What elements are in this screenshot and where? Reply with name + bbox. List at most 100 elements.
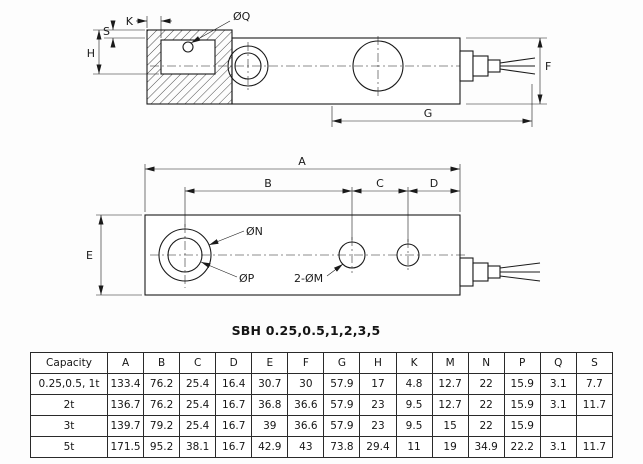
dimension-value-cell: 3.1: [539, 394, 577, 416]
model-title: SBH 0.25,0.5,1,2,3,5: [231, 323, 381, 338]
dimension-value-cell: 15.9: [503, 394, 541, 416]
n-hole: [158, 228, 212, 282]
capacity-cell: 5t: [30, 436, 108, 458]
cable-wire: [499, 262, 541, 269]
dimension-value-cell: [575, 415, 614, 437]
dimension-value-cell: 73.8: [323, 436, 361, 458]
spec-column-header: B: [143, 352, 181, 374]
dim-label-d: D: [430, 177, 438, 190]
dimension-value-cell: 23: [359, 415, 397, 437]
dim-label-m: 2-ØM: [294, 272, 323, 285]
dimension-value-cell: 38.1: [179, 436, 217, 458]
dimension-value-cell: 57.9: [323, 394, 361, 416]
m-hole: [338, 241, 366, 269]
spec-column-header: G: [323, 352, 361, 374]
technical-drawing: ØQ H S K F G: [86, 10, 551, 296]
dimension-value-cell: 12.7: [431, 394, 469, 416]
dim-label-n: ØN: [246, 225, 263, 238]
spec-column-header: Capacity: [30, 352, 108, 374]
dimension-value-cell: 12.7: [431, 373, 469, 395]
dimension-value-cell: 16.4: [215, 373, 253, 395]
spec-column-header: A: [106, 352, 145, 374]
spec-column-header: P: [503, 352, 541, 374]
dimension-value-cell: 16.7: [215, 394, 253, 416]
dimension-value-cell: 16.7: [215, 415, 253, 437]
dimension-value-cell: [539, 415, 577, 437]
dimension-value-cell: 133.4: [106, 373, 145, 395]
spec-column-header: F: [287, 352, 325, 374]
spec-column-header: C: [179, 352, 217, 374]
cable-gland-mid: [472, 55, 489, 77]
spec-column-header: H: [359, 352, 397, 374]
dim-label-f: F: [545, 60, 551, 73]
spec-column-header: Q: [539, 352, 577, 374]
dimension-value-cell: 30.7: [251, 373, 289, 395]
dimension-value-cell: 25.4: [179, 394, 217, 416]
p-hole: [167, 237, 203, 273]
dimension-value-cell: 22: [467, 394, 505, 416]
dimension-value-cell: 23: [359, 394, 397, 416]
dimension-value-cell: 15: [431, 415, 469, 437]
dimension-value-cell: 7.7: [575, 373, 614, 395]
cable-gland-tip: [487, 59, 501, 73]
cable-wire: [499, 68, 536, 75]
dimension-value-cell: 9.5: [395, 394, 433, 416]
load-hole: [352, 40, 404, 92]
dimension-value-cell: 95.2: [143, 436, 181, 458]
bolt-hole: [234, 52, 262, 80]
dimension-value-cell: 57.9: [323, 373, 361, 395]
cable-gland-outer: [459, 257, 474, 287]
dimension-value-cell: 15.9: [503, 415, 541, 437]
dimension-value-cell: 19: [431, 436, 469, 458]
spec-column-header: D: [215, 352, 253, 374]
cable-gland-outer: [459, 50, 474, 82]
q-hole: [182, 41, 194, 53]
cable-wire: [499, 275, 541, 282]
dimension-value-cell: 9.5: [395, 415, 433, 437]
dimension-value-cell: 4.8: [395, 373, 433, 395]
capacity-cell: 0.25,0.5, 1t: [30, 373, 108, 395]
dimension-value-cell: 171.5: [106, 436, 145, 458]
dimension-value-cell: 3.1: [539, 436, 577, 458]
dim-label-h: H: [87, 47, 95, 60]
dim-label-s: S: [103, 25, 110, 38]
capacity-cell: 2t: [30, 394, 108, 416]
dim-label-c: C: [376, 177, 384, 190]
dimension-value-cell: 16.7: [215, 436, 253, 458]
dimension-value-cell: 42.9: [251, 436, 289, 458]
dim-label-a: A: [298, 155, 306, 168]
dimension-value-cell: 39: [251, 415, 289, 437]
dimension-value-cell: 36.8: [251, 394, 289, 416]
dimension-value-cell: 3.1: [539, 373, 577, 395]
dimension-value-cell: 36.6: [287, 394, 325, 416]
spec-column-header: N: [467, 352, 505, 374]
dimension-value-cell: 29.4: [359, 436, 397, 458]
dimension-value-cell: 11: [395, 436, 433, 458]
dimension-value-cell: 36.6: [287, 415, 325, 437]
top-view: A B C D E: [86, 155, 541, 296]
dimension-value-cell: 43: [287, 436, 325, 458]
dimension-value-cell: 30: [287, 373, 325, 395]
side-body: [231, 37, 461, 105]
dim-label-g: G: [424, 107, 433, 120]
dimension-value-cell: 136.7: [106, 394, 145, 416]
dimension-value-cell: 25.4: [179, 415, 217, 437]
cable-gland-mid: [472, 262, 489, 282]
cable-gland-tip: [487, 265, 501, 279]
dimension-value-cell: 34.9: [467, 436, 505, 458]
dimension-value-cell: 25.4: [179, 373, 217, 395]
dim-label-p: ØP: [239, 272, 255, 285]
dimension-value-cell: 76.2: [143, 394, 181, 416]
dimension-value-cell: 22.2: [503, 436, 541, 458]
m-leader-line: [326, 263, 344, 277]
side-view: ØQ H S K F G: [87, 10, 551, 127]
dimension-value-cell: 57.9: [323, 415, 361, 437]
spec-column-header: S: [575, 352, 614, 374]
dimension-value-cell: 22: [467, 373, 505, 395]
